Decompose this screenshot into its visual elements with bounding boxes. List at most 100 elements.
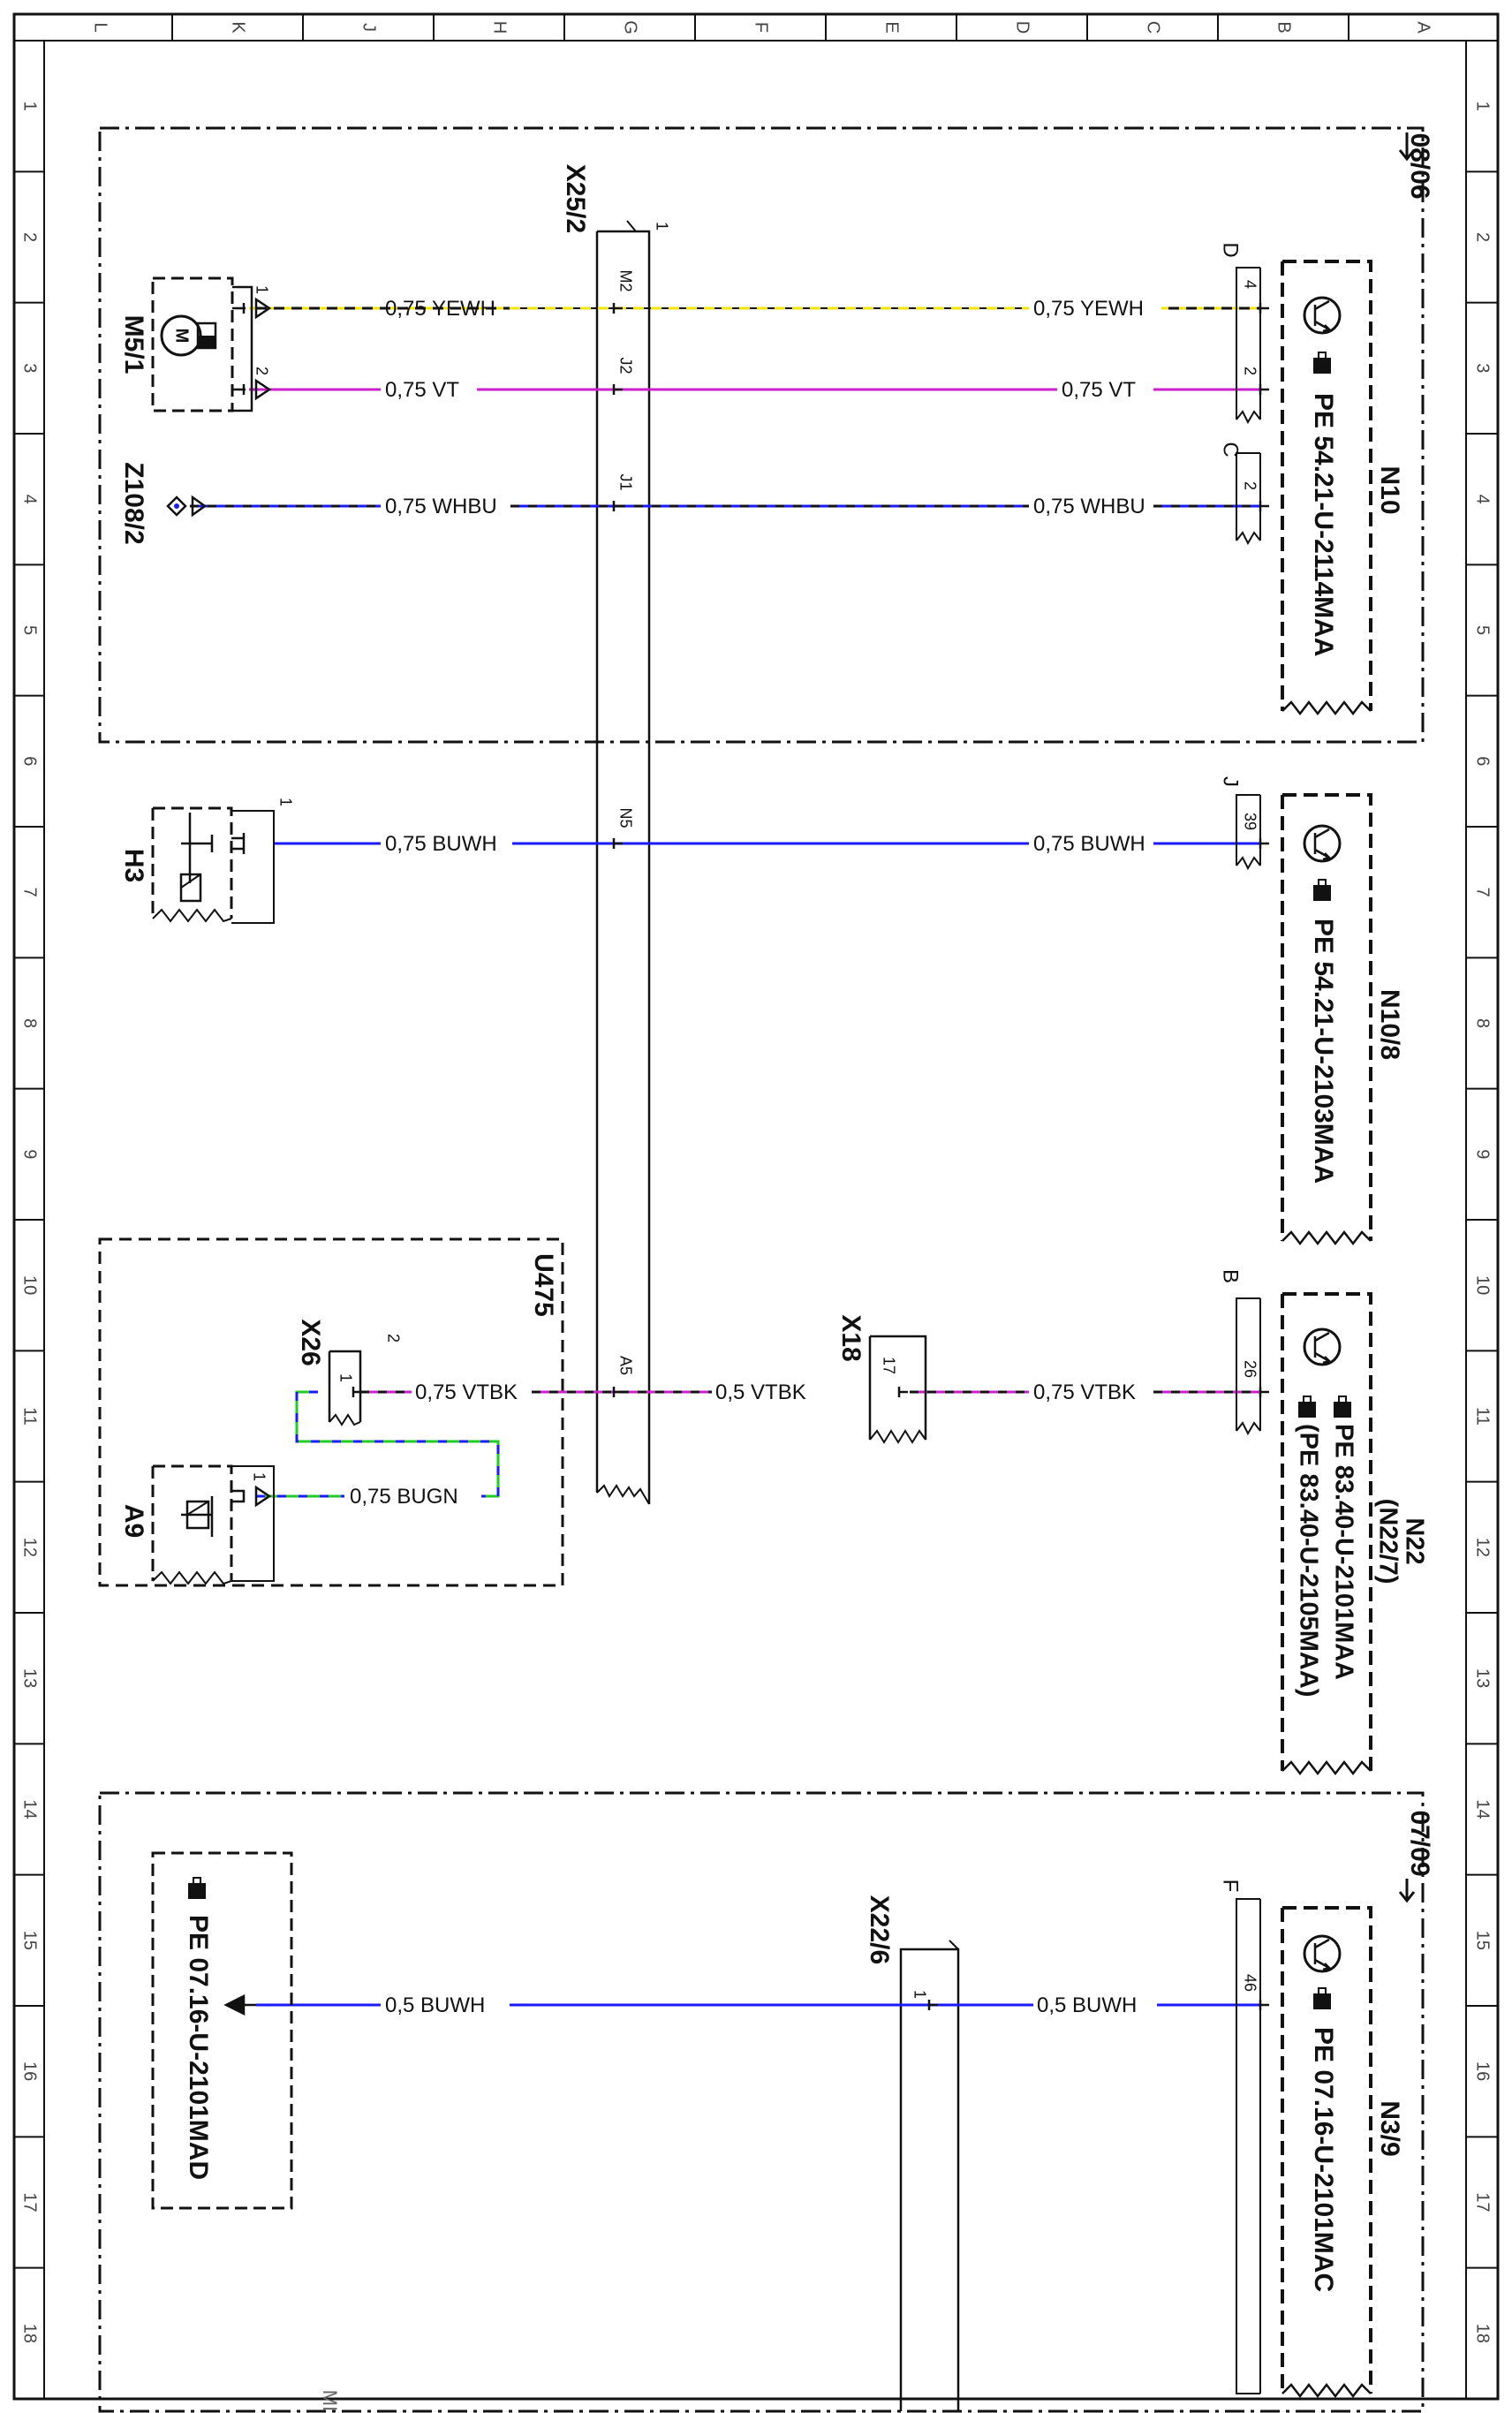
row-label: 16	[1473, 2061, 1493, 2081]
row-label: 4	[1473, 495, 1493, 504]
page-ref-top: 08/06	[1398, 132, 1434, 200]
group-boxes	[98, 126, 1425, 2413]
row-label: 13	[1473, 1668, 1493, 1688]
pin-label: 2	[384, 1334, 402, 1343]
row-label: 14	[1473, 1799, 1493, 1819]
reference-hand-icon	[1313, 1987, 1331, 2009]
col-label: H	[490, 21, 510, 34]
page-ref-bottom-text: 07/09	[1405, 1810, 1434, 1876]
m5-1-label: M5/1	[119, 315, 148, 374]
pin-label: 1	[253, 285, 270, 294]
col-label: F	[752, 22, 771, 33]
row-label: 10	[1473, 1275, 1493, 1295]
group-box-top	[98, 126, 1425, 744]
row-label: 2	[20, 232, 40, 242]
col-label: D	[1013, 21, 1032, 34]
wire-label: 0,75 VT	[385, 378, 459, 402]
wire-label: 0,75 YEWH	[1033, 297, 1144, 321]
pin-label: 1	[911, 1990, 928, 1999]
row-label: 17	[1473, 2192, 1493, 2212]
wire-label: 0,75 VTBK	[1033, 1380, 1136, 1404]
wire-label: 0,75 BUWH	[1033, 832, 1145, 856]
cutoff-text: MI	[319, 2390, 341, 2411]
reference-hand-icon	[188, 1877, 206, 1899]
row-label: 2	[1473, 232, 1493, 242]
wire-label: 0,75 WHBU	[1033, 495, 1145, 518]
pin-label: N5	[616, 807, 634, 828]
pin-label: 39	[1241, 813, 1259, 830]
row-label: 8	[1473, 1018, 1493, 1028]
column-labels: L K J H G F E D C B A	[91, 20, 1433, 34]
pin-label: 2	[1241, 367, 1259, 375]
reference-hand-icon	[1334, 1396, 1351, 1418]
n10-8-reference: PE 54.21-U-2103MAA	[1309, 919, 1338, 1184]
connector-letter: D	[1219, 242, 1243, 257]
col-label: J	[359, 23, 379, 32]
pin-label: 1	[276, 798, 294, 806]
x25-pin-stubs	[612, 303, 623, 1397]
x22-6-connector-body	[899, 1940, 960, 2411]
n3-9-reference: PE 07.16-U-2101MAC	[1309, 2027, 1338, 2292]
row-label: 14	[20, 1799, 40, 1819]
row-label: 5	[20, 625, 40, 635]
row-label: 10	[20, 1275, 40, 1295]
wire-label: 0,5 VTBK	[715, 1380, 806, 1404]
row-label: 1	[1473, 102, 1493, 111]
reference-hand-icon	[1313, 879, 1331, 901]
pin-label: 1	[336, 1373, 354, 1382]
pin-label: J2	[616, 357, 634, 374]
a9-label: A9	[119, 1504, 148, 1538]
wire-label: 0,75 VTBK	[415, 1380, 518, 1404]
x26-label: X26	[296, 1319, 325, 1365]
n22-alt-reference: (PE 83.40-U-2105MAA)	[1294, 1424, 1322, 1697]
col-label: L	[91, 22, 110, 32]
svg-text:M: M	[172, 329, 192, 344]
pin-label: 46	[1241, 1974, 1259, 1992]
wire-label: 0,75 WHBU	[385, 495, 497, 518]
x25-pin-labels: M2 J2 J1 N5 A5	[616, 269, 634, 1375]
n10-label: N10	[1375, 465, 1404, 514]
h3-horn: 1 H3	[119, 798, 294, 923]
row-label: 15	[1473, 1931, 1493, 1950]
row-label: 3	[1473, 363, 1493, 373]
n10-reference: PE 54.21-U-2114MAA	[1309, 393, 1338, 656]
wire-label: 0,75 YEWH	[385, 297, 495, 321]
pin-label: 2	[253, 367, 270, 375]
row-label: 15	[20, 1931, 40, 1950]
row-label: 1	[20, 102, 40, 111]
x18-connector: 17 X18	[836, 1314, 927, 1444]
x22-6-label: X22/6	[865, 1895, 894, 1964]
pin-label: 4	[1241, 280, 1259, 289]
row-label: 18	[1473, 2324, 1493, 2343]
pin-label: A5	[616, 1356, 634, 1375]
n3-9-control-unit: PE 07.16-U-2101MAC N3/9 F 46	[1219, 1880, 1404, 2399]
row-label: 8	[20, 1018, 40, 1028]
connector-letter: B	[1219, 1269, 1243, 1283]
wire-labels: 0,75 YEWH 0,75 YEWH 0,75 VT 0,75 VT 0,75…	[350, 297, 1145, 2017]
x25-2-connector-body	[595, 220, 651, 1505]
row-label: 6	[1473, 756, 1493, 766]
a9-actuator: 1 A9	[119, 1464, 275, 1585]
pin-label: 1	[250, 1472, 268, 1481]
group-box-bottom	[98, 1791, 1425, 2413]
pin-label: M2	[616, 269, 634, 291]
row-label: 7	[20, 888, 40, 897]
page-ref-top-text: 08/06	[1405, 132, 1434, 199]
n22-control-unit: PE 83.40-U-2101MAA (PE 83.40-U-2105MAA) …	[1219, 1269, 1428, 1776]
row-label: 7	[1473, 888, 1493, 897]
pin-label: 1	[653, 222, 670, 231]
row-label: 17	[20, 2192, 40, 2212]
u475-label: U475	[529, 1253, 558, 1317]
h3-label: H3	[119, 849, 148, 882]
row-label: 11	[1473, 1407, 1493, 1426]
row-label: 11	[20, 1407, 40, 1426]
z108-2-label: Z108/2	[119, 462, 148, 544]
row-label: 3	[20, 363, 40, 373]
m5-1-motor: M 1 2 M5/1	[119, 276, 272, 412]
group-box-u475	[98, 1237, 564, 1587]
connector-letter: J	[1219, 776, 1243, 787]
n22-label: N22	[1400, 1517, 1428, 1564]
col-label: K	[229, 21, 248, 34]
row-label: 12	[1473, 1538, 1493, 1557]
